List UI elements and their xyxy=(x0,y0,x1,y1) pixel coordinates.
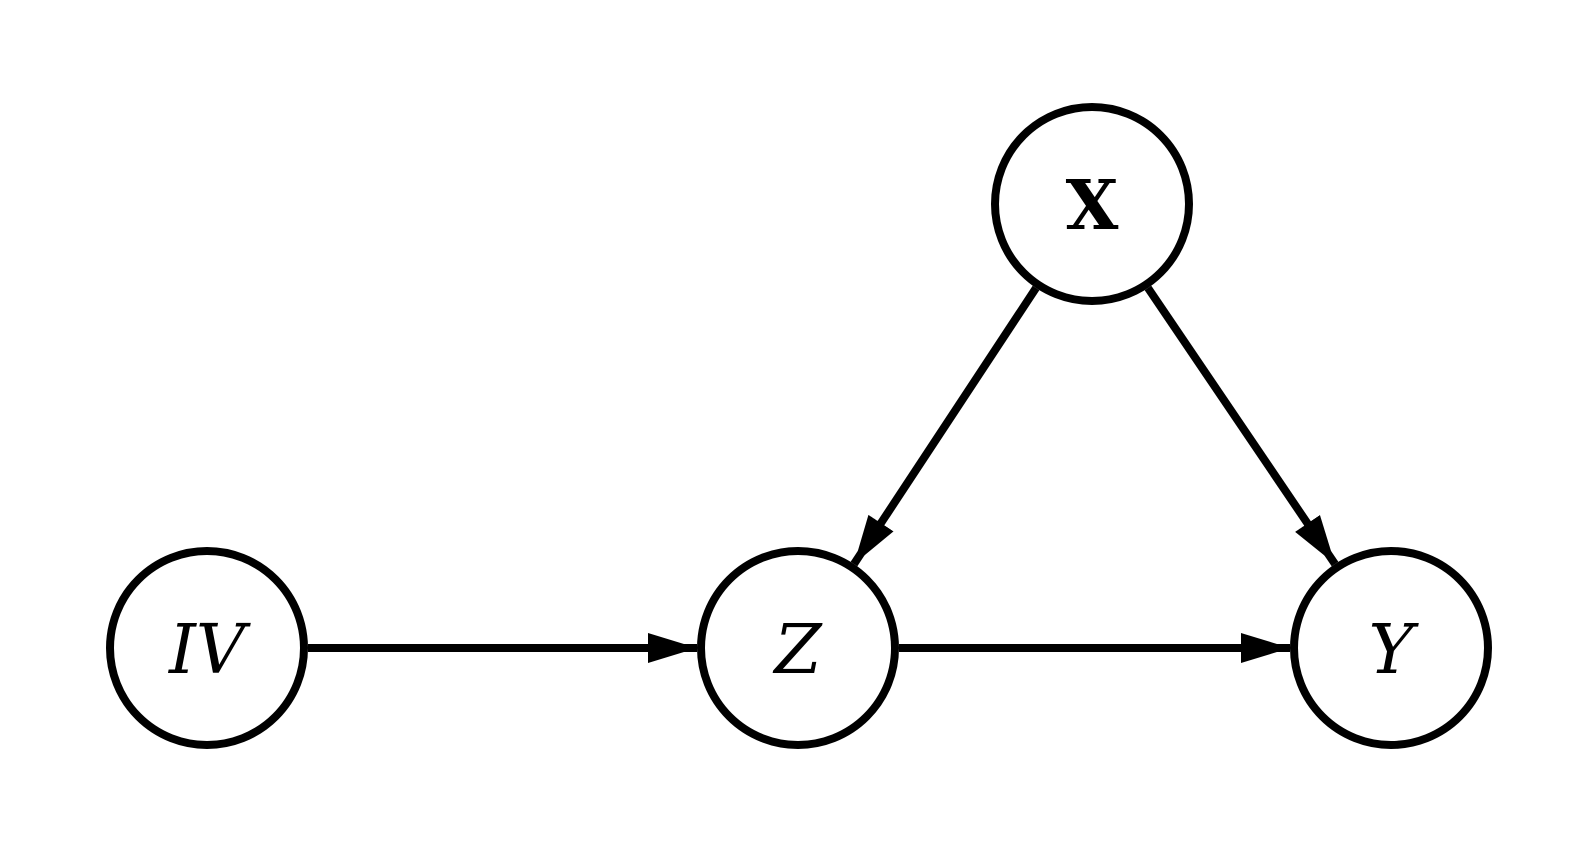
node-y: Y xyxy=(1290,547,1492,749)
node-iv: IV xyxy=(106,547,308,749)
node-z: Z xyxy=(697,547,899,749)
node-z-circle xyxy=(697,547,899,749)
node-y-label: Y xyxy=(1369,611,1420,690)
edge-x-to-z xyxy=(850,285,1040,567)
node-y-circle xyxy=(1290,547,1492,749)
node-z-label: Z xyxy=(772,611,823,690)
node-iv-circle xyxy=(106,547,308,749)
node-x-label: X xyxy=(1066,166,1119,246)
node-x-circle xyxy=(991,103,1193,305)
node-x: X xyxy=(991,103,1193,305)
edge-x-to-y xyxy=(1144,285,1339,567)
node-iv-label: IV xyxy=(167,611,251,690)
